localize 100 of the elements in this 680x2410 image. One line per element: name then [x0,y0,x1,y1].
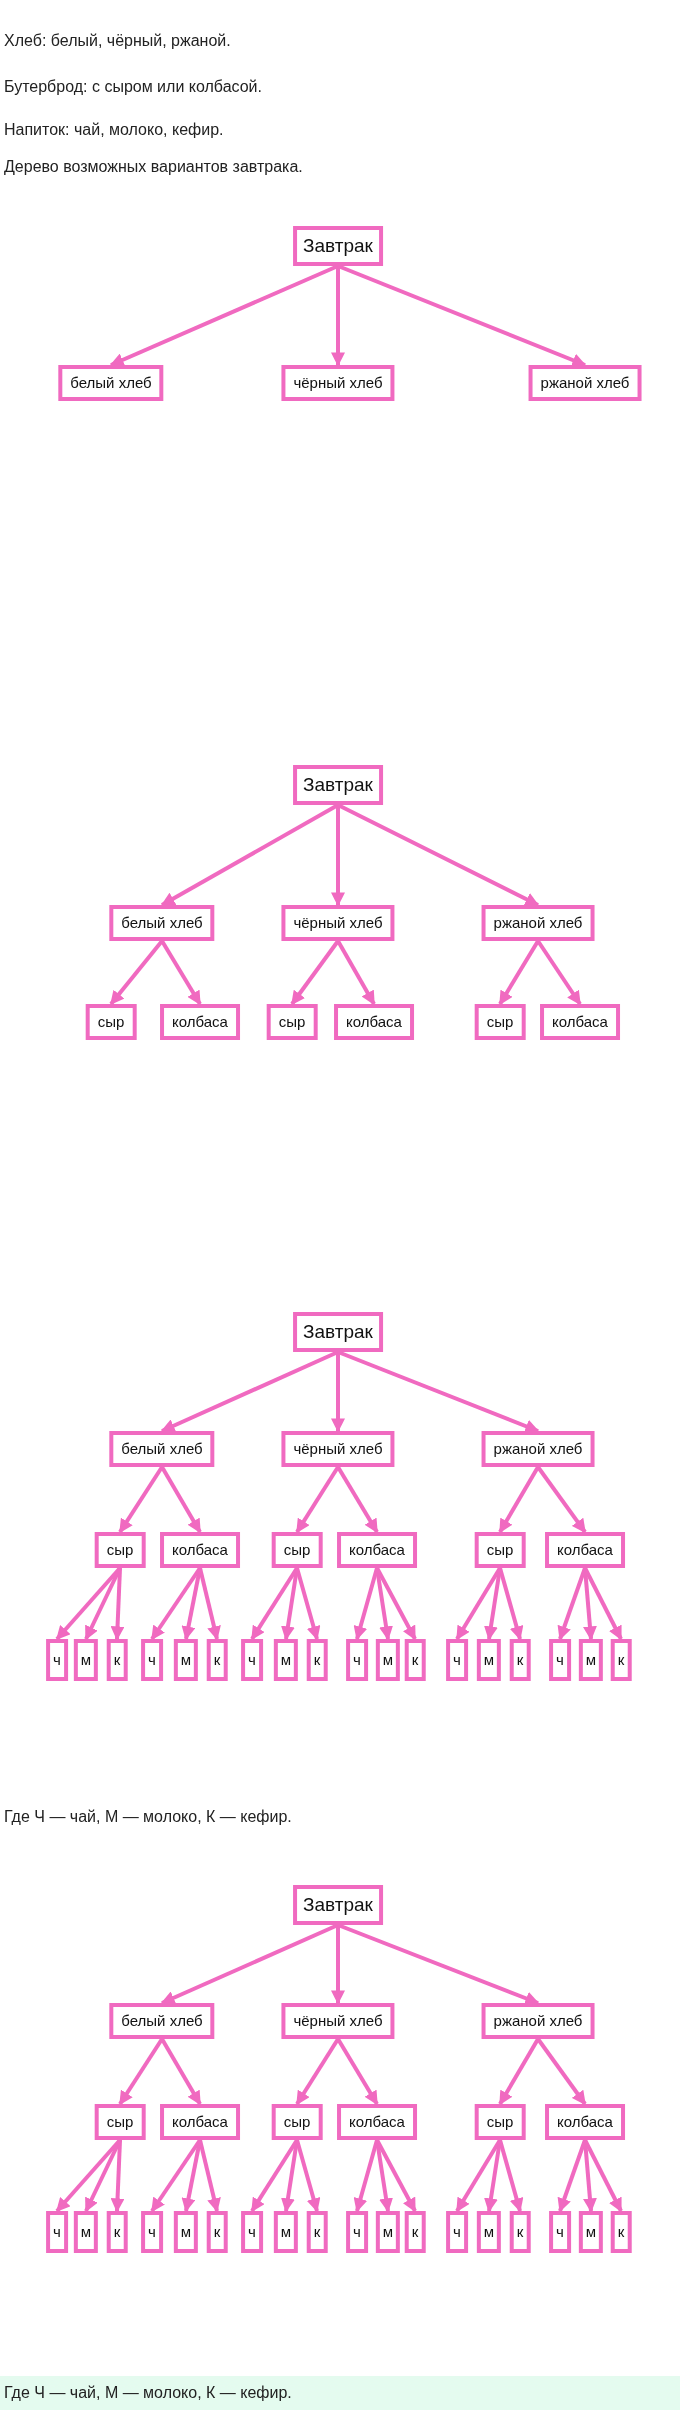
tree-node-box: ржаной хлеб [481,2003,595,2039]
arrow [331,1925,345,2005]
tree-node-box: к [206,2211,228,2253]
arrow [336,2037,379,2106]
tree-node-box: м [578,2211,604,2253]
tree-node-box: сыр [474,1004,526,1040]
arrow [295,1567,321,1641]
arrow [109,264,339,367]
tree-node-box: м [73,2211,99,2253]
tree-node-box: м [375,2211,401,2253]
tree-node-box: к [306,2211,328,2253]
tree-node-box: к [404,1639,426,1681]
tree-node-box: сыр [271,1532,323,1568]
tree-node-box: ч [46,2211,68,2253]
arrow [160,1466,202,1534]
tree-node-box: колбаса [160,1532,240,1568]
tree-node-box: м [476,2211,502,2253]
tree-node-box: ч [141,1639,163,1681]
tree-node-box: м [476,1639,502,1681]
tree-node-box: колбаса [337,1532,417,1568]
arrow [536,939,582,1006]
arrow [336,940,376,1006]
tree-node-box: сыр [94,2104,146,2140]
arrow [290,939,340,1006]
arrow [353,2139,379,2213]
tree-node-box: ч [46,1639,68,1681]
arrow [337,803,540,907]
tree-node-box: м [173,2211,199,2253]
arrow [295,2139,321,2213]
arrow [160,1350,339,1433]
text-line: Бутерброд: с сыром или колбасой. [4,78,262,96]
tree-node-box: м [173,1639,199,1681]
tree-node-box: сыр [94,1532,146,1568]
arrow [337,1923,540,2005]
arrow [109,939,164,1006]
arrow [557,1567,587,1641]
tree-node-box: сыр [266,1004,318,1040]
tree-node-box: ч [346,1639,368,1681]
arrow [536,2037,587,2106]
tree-node-box: белый хлеб [109,1431,215,1467]
tree-node-box: к [509,1639,531,1681]
arrow [331,266,345,367]
tree-node-box: к [106,2211,128,2253]
arrow [353,1567,379,1641]
tree-node-box: колбаса [334,1004,414,1040]
tree-node-box: м [578,1639,604,1681]
tree-node-box: ржаной хлеб [528,365,642,401]
tree-node-box: чёрный хлеб [281,1431,395,1467]
tree-node-box: колбаса [337,2104,417,2140]
tree-node-box: колбаса [160,2104,240,2140]
arrow [160,1923,339,2005]
tree-node-box: колбаса [540,1004,620,1040]
tree-node-box: ч [446,1639,468,1681]
tree-node-box: сыр [474,1532,526,1568]
arrow [498,939,540,1006]
arrow [160,803,339,907]
tree-node-box: к [610,1639,632,1681]
tree-node-box: ржаной хлеб [481,1431,595,1467]
tree-node-box: к [404,2211,426,2253]
tree-node-box: Завтрак [293,1885,383,1925]
arrow [498,1466,540,1534]
arrow [337,1350,540,1433]
note-text: Где Ч — чай, М — молоко, К — кефир. [4,2384,292,2402]
tree-node-box: Завтрак [293,765,383,805]
tree-node-box: к [206,1639,228,1681]
tree-node-box: чёрный хлеб [281,365,395,401]
tree-node-box: к [106,1639,128,1681]
text-line: Дерево возможных вариантов завтрака. [4,158,303,176]
arrow [118,2037,164,2106]
arrow [331,805,345,907]
tree-node-box: к [306,1639,328,1681]
arrow [295,2037,340,2106]
tree-node-box: колбаса [160,1004,240,1040]
tree-node-box: к [610,2211,632,2253]
tree-node-box: м [73,1639,99,1681]
tree-node-box: сыр [474,2104,526,2140]
tree-node-box: м [375,1639,401,1681]
text-line: Напиток: чай, молоко, кефир. [4,121,224,139]
arrow [110,2139,125,2213]
tree-node-box: ч [141,2211,163,2253]
arrow [337,264,587,367]
tree-node-box: белый хлеб [109,905,215,941]
tree-node-box: Завтрак [293,226,383,266]
tree-node-box: колбаса [545,2104,625,2140]
text-line: Где Ч — чай, М — молоко, К — кефир. [4,1808,292,1826]
arrow [198,2139,221,2213]
arrow [160,939,202,1006]
tree-node-box: ч [549,2211,571,2253]
tree-node-box: колбаса [545,1532,625,1568]
arrow [498,1567,524,1641]
tree-node-box: ч [446,2211,468,2253]
arrow [536,1465,587,1534]
arrow [198,1567,221,1641]
tree-node-box: м [273,1639,299,1681]
tree-node-box: сыр [271,2104,323,2140]
arrow [110,1567,125,1641]
tree-node-box: чёрный хлеб [281,905,395,941]
tree-node-box: ч [241,2211,263,2253]
tree-node-box: ч [346,2211,368,2253]
arrow [498,2038,540,2106]
